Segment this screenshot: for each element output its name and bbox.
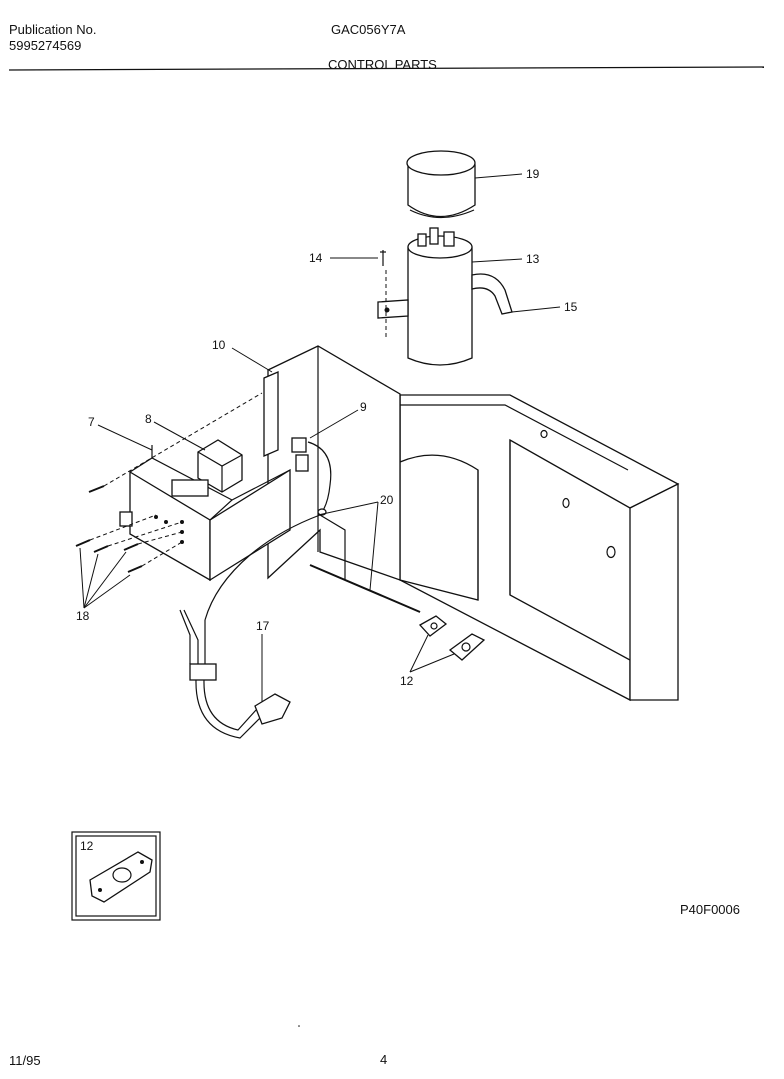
capacitor [377,227,473,366]
rotary-switch [171,439,243,497]
model-number: GAC056Y7A [331,22,406,37]
leader-13 [471,258,523,263]
guide-line-10 [103,392,263,487]
screw-14 [380,250,386,266]
leader-18d [83,574,131,609]
leader-7 [97,424,153,451]
footer-date: 11/95 [9,1053,41,1068]
leader-18b [83,553,99,609]
figure-code: P40F0006 [680,902,740,917]
publication-label: Publication No. [9,22,97,37]
leader-20b [317,501,379,516]
callout-10: 10 [212,338,226,352]
callout-14: 14 [309,251,323,265]
guide-line-18c [137,531,183,545]
leader-10 [231,347,273,373]
callout-7: 7 [88,415,95,429]
publication-number: 5995274569 [9,38,82,53]
callout-17: 17 [256,619,270,633]
callout-19: 19 [526,167,540,181]
bulkhead-panel [399,394,680,702]
callout-18: 18 [76,609,90,623]
capacitor-strap [471,273,513,315]
leader-9 [309,409,359,439]
leader-18a [79,547,85,609]
header-rule [8,66,765,71]
sensor-clip-upper [418,615,448,637]
page-number: 4 [380,1052,388,1067]
scan-speck [298,1025,300,1027]
sensor-clip-lower [448,633,486,661]
wire-harness [204,514,421,621]
leader-20a [369,501,379,591]
callout-12: 12 [400,674,414,688]
callout-8: 8 [145,412,152,426]
control-bracket [263,345,401,581]
leader-18c [83,551,127,609]
screws-18 [75,485,143,573]
leader-12b [409,653,455,673]
inset-detail [71,831,161,921]
guide-line-18a [89,514,157,541]
capacitor-cover [406,150,476,219]
leader-12a [409,634,429,673]
callout-13: 13 [526,252,540,266]
leader-8 [153,421,206,451]
guide-line-18d [141,541,183,567]
callout-15: 15 [564,300,578,314]
terminal-block [291,437,332,516]
inset-callout: 12 [80,839,94,853]
guide-line-18b [107,521,183,547]
callout-20: 20 [380,493,394,507]
power-cord [179,609,291,739]
leader-19 [474,173,523,179]
leader-15 [511,306,561,313]
callout-9: 9 [360,400,367,414]
